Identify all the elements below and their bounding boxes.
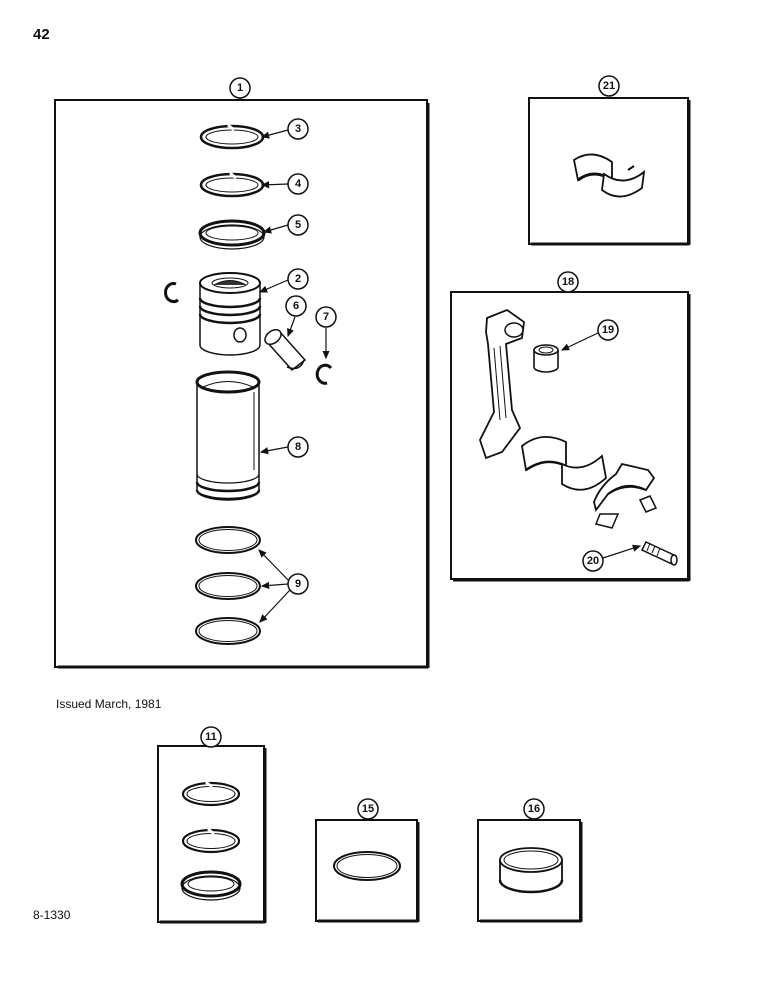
rod-bolt — [640, 541, 678, 566]
piston-ring-second — [199, 171, 265, 198]
kit-1-frame — [54, 98, 430, 669]
main-bearing-shells — [572, 153, 646, 198]
callout-7-label: 7 — [323, 311, 329, 323]
callout-5: 5 — [287, 214, 309, 236]
callout-8-label: 8 — [295, 441, 301, 453]
ring-set — [180, 780, 242, 901]
callout-9: 9 — [287, 573, 309, 595]
callout-1: 1 — [229, 77, 251, 99]
rod-bearing-shells — [521, 436, 607, 491]
callout-1-label: 1 — [237, 82, 243, 94]
kit-15-frame — [315, 819, 420, 923]
callout-20: 20 — [582, 550, 604, 572]
kit-16-frame — [477, 819, 583, 923]
snap-ring-left — [164, 282, 179, 304]
callout-7: 7 — [315, 306, 337, 328]
piston-pin — [264, 328, 307, 372]
callout-18: 18 — [557, 271, 579, 293]
callout-15-label: 15 — [362, 803, 374, 815]
callout-21-label: 21 — [603, 80, 615, 92]
kit-21-frame — [528, 97, 691, 246]
callout-16-label: 16 — [528, 803, 540, 815]
callout-6-label: 6 — [293, 300, 299, 312]
callout-4-label: 4 — [295, 178, 302, 190]
callout-18-label: 18 — [562, 276, 574, 288]
callout-3-label: 3 — [295, 123, 301, 135]
callout-21: 21 — [598, 75, 620, 97]
callout-2: 2 — [287, 268, 309, 290]
callout-19: 19 — [597, 319, 619, 341]
callout-11-label: 11 — [205, 731, 217, 743]
oil-control-ring — [198, 219, 266, 250]
issued-date: Issued March, 1981 — [56, 697, 162, 711]
snap-ring-right — [315, 363, 333, 385]
callout-3: 3 — [287, 118, 309, 140]
seal-ring — [333, 851, 401, 881]
sleeve-o-rings — [195, 526, 261, 645]
callout-4: 4 — [287, 173, 309, 195]
callout-2-label: 2 — [295, 273, 301, 285]
callout-8: 8 — [287, 436, 309, 458]
callout-11: 11 — [200, 726, 222, 748]
sleeve-band — [498, 847, 564, 894]
callout-15: 15 — [357, 798, 379, 820]
piston — [198, 272, 262, 356]
cylinder-sleeve — [195, 370, 261, 501]
callout-16: 16 — [523, 798, 545, 820]
rod-cap — [593, 462, 658, 529]
callout-19-label: 19 — [602, 324, 614, 336]
page-number: 42 — [33, 26, 50, 43]
callout-20-label: 20 — [587, 555, 599, 567]
connecting-rod — [479, 308, 525, 460]
pin-bushing — [533, 344, 559, 373]
figure-id: 8-1330 — [33, 908, 71, 922]
callout-9-label: 9 — [295, 578, 301, 590]
callout-5-label: 5 — [295, 219, 301, 231]
callout-6: 6 — [285, 295, 307, 317]
piston-ring-top — [199, 123, 265, 150]
